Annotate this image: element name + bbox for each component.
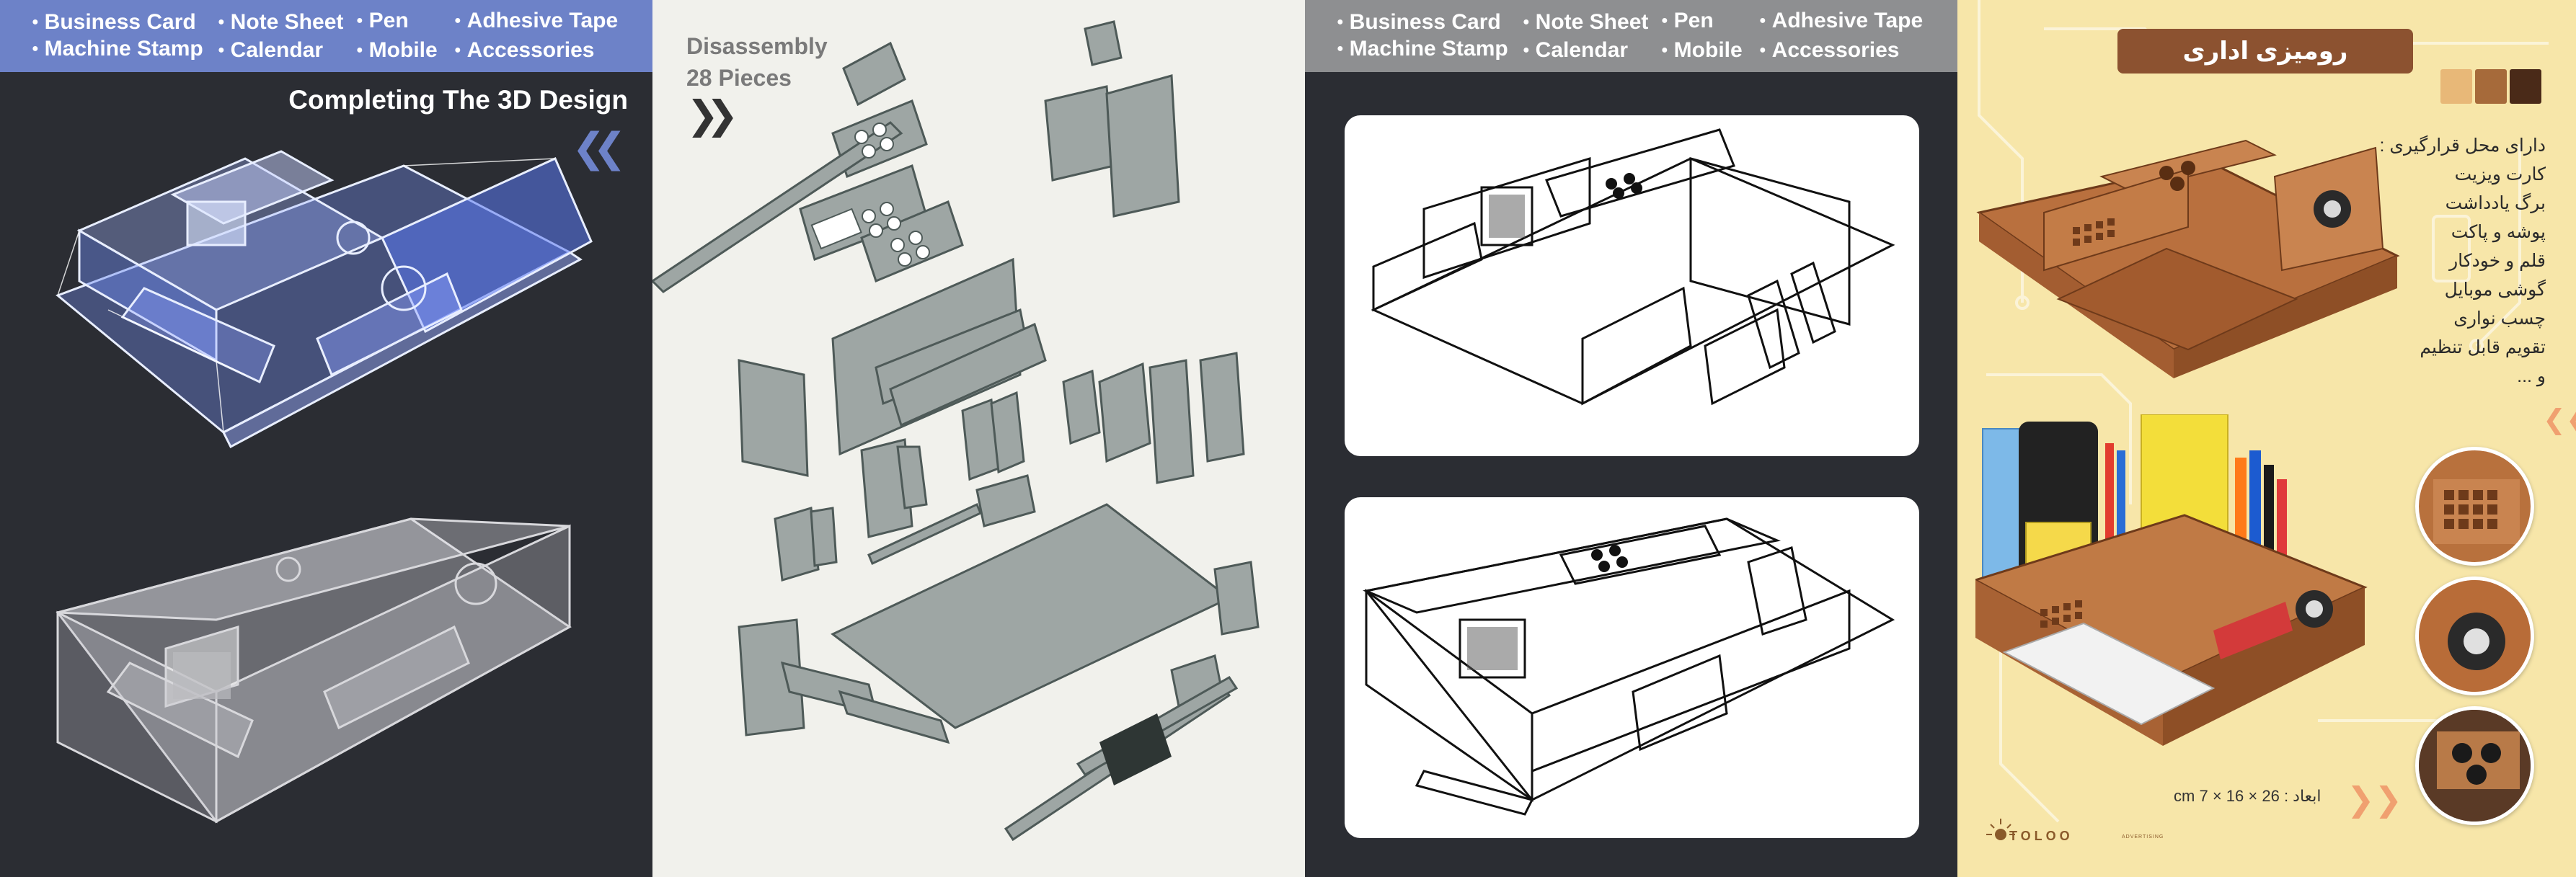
features-intro: دارای محل قرارگیری :	[2379, 135, 2546, 156]
wood-organizer-photo-filled	[1975, 414, 2368, 746]
tag-calendar: Calendar	[1523, 38, 1628, 63]
panel-title: Completing The 3D Design	[288, 85, 628, 115]
tag-business-card: Business Card	[32, 10, 196, 35]
panel-line-drawings: Business Card Machine Stamp Note Sheet C…	[1305, 0, 1957, 877]
line-drawing-back	[1362, 517, 1895, 816]
color-swatch-medium[interactable]	[2475, 69, 2507, 104]
feature-tag-bar: Business Card Machine Stamp Note Sheet C…	[1305, 0, 1957, 72]
tag-mobile: Mobile	[1661, 38, 1743, 63]
feature-tag-bar: Business Card Machine Stamp Note Sheet C…	[0, 0, 652, 72]
tag-machine-stamp: Machine Stamp	[1337, 37, 1508, 61]
double-chevron-right-icon[interactable]: ❯❯	[2347, 780, 2403, 818]
disassembly-label: Disassembly	[686, 33, 828, 59]
tag-calendar: Calendar	[218, 38, 323, 63]
exploded-pieces-illustration	[652, 20, 1260, 842]
tag-accessories: Accessories	[1759, 38, 1900, 63]
wood-organizer-photo-empty	[1976, 139, 2400, 378]
blue-wireframe-model	[56, 150, 593, 449]
tag-note-sheet: Note Sheet	[1523, 10, 1649, 35]
tag-mobile: Mobile	[356, 38, 438, 63]
tag-business-card: Business Card	[1337, 10, 1501, 35]
tag-machine-stamp: Machine Stamp	[32, 37, 203, 61]
product-title: رومیزی اداری	[2117, 29, 2413, 74]
panel-3d-design: Business Card Machine Stamp Note Sheet C…	[0, 0, 652, 877]
features-list: دارای محل قرارگیری : کارت ویزیت برگ یادد…	[2380, 131, 2546, 391]
line-drawing-card-back	[1345, 497, 1919, 838]
dimensions-text: ابعاد : 26 × 16 × 7 cm	[2174, 787, 2322, 805]
list-item: برگ یادداشت	[2445, 193, 2546, 213]
list-item: چسب نواری	[2453, 308, 2546, 329]
detail-photo-holes[interactable]	[2415, 706, 2534, 825]
pieces-count: 28 Pieces	[686, 65, 792, 91]
tag-note-sheet: Note Sheet	[218, 10, 344, 35]
pen-holes-detail-image	[2419, 710, 2531, 822]
list-item: گوشی موبایل	[2444, 280, 2546, 300]
brand-sub: ADVERTISING	[2122, 834, 2164, 840]
color-swatch-dark[interactable]	[2510, 69, 2541, 104]
list-item: تقویم قابل تنظیم	[2420, 337, 2546, 357]
tag-pen: Pen	[1661, 9, 1714, 33]
tag-adhesive-tape: Adhesive Tape	[454, 9, 619, 33]
double-chevron-left-icon[interactable]: ❮❮	[2543, 405, 2576, 435]
sun-logo-icon	[1986, 819, 2015, 840]
calendar-detail-image	[2433, 479, 2520, 544]
tag-pen: Pen	[356, 9, 409, 33]
panel-disassembly: Disassembly 28 Pieces ❯❯	[652, 0, 1305, 877]
list-item: کارت ویزیت	[2454, 164, 2546, 184]
brand-logo: TOLOO	[2009, 829, 2073, 843]
disassembly-title: Disassembly 28 Pieces	[686, 30, 828, 94]
tag-adhesive-tape: Adhesive Tape	[1759, 9, 1924, 33]
detail-photo-calendar[interactable]	[2415, 447, 2534, 566]
grey-wireframe-model	[56, 517, 572, 824]
tag-accessories: Accessories	[454, 38, 595, 63]
tape-detail-image	[2419, 580, 2531, 692]
panel-product-photo: رومیزی اداری دارای محل قرارگیری : کارت و…	[1957, 0, 2576, 877]
color-swatch-light[interactable]	[2440, 69, 2472, 104]
list-item: و ...	[2517, 366, 2546, 386]
list-item: قلم و خودکار	[2449, 251, 2546, 271]
list-item: پوشه و پاکت	[2451, 222, 2546, 242]
line-drawing-card-front	[1345, 115, 1919, 456]
detail-photo-tape[interactable]	[2415, 576, 2534, 695]
line-drawing-front	[1371, 128, 1895, 406]
